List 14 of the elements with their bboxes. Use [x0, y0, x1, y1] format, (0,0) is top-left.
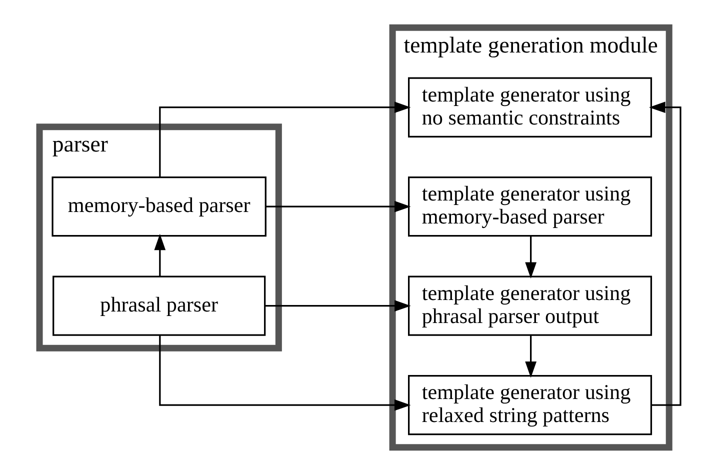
node-box: template generator using relaxed string patterns: [408, 374, 652, 436]
arrow: [159, 336, 411, 411]
node-box: template generator using no semantic constraints: [408, 77, 652, 138]
arrow: [154, 234, 166, 276]
arrow: [264, 300, 411, 312]
node-box: template generator using phrasal parser output: [408, 276, 652, 336]
arrow: [525, 236, 537, 279]
node-box: memory-based parser: [52, 176, 266, 237]
node-box: template generator using memory-based parser: [408, 176, 652, 237]
arrow: [525, 336, 537, 378]
arrow: [649, 102, 682, 406]
node-box: phrasal parser: [52, 276, 266, 336]
arrow: [266, 200, 411, 212]
arrow: [159, 102, 411, 177]
